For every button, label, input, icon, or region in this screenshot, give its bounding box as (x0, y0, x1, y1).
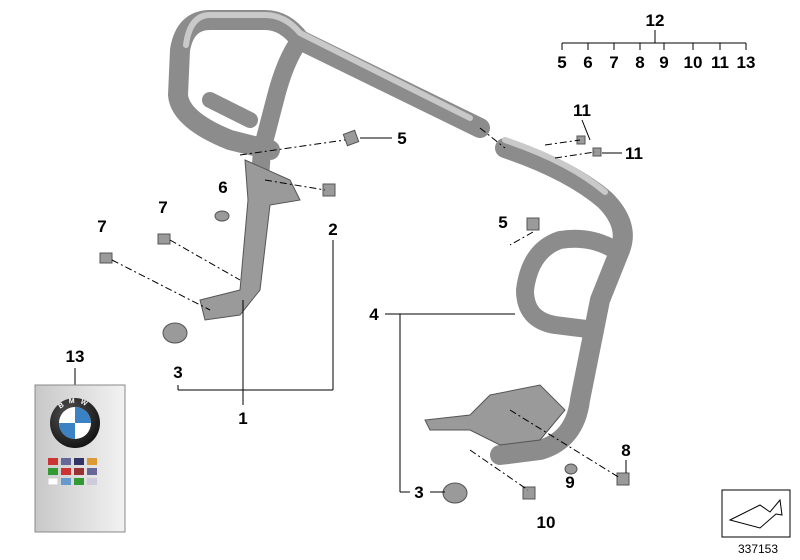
callout-10[interactable]: 10 (537, 513, 556, 532)
callout-5[interactable]: 5 (498, 213, 507, 232)
callout-7[interactable]: 7 (97, 217, 106, 236)
callout-2[interactable]: 2 (328, 220, 337, 239)
callout-9[interactable]: 9 (565, 473, 574, 492)
tree-labels: 12 5 6 7 8 9 10 11 13 (557, 11, 755, 72)
tree-child-label: 8 (635, 53, 644, 72)
callout-6[interactable]: 6 (218, 178, 227, 197)
tree-child-label: 13 (737, 53, 756, 72)
callout-5[interactable]: 5 (397, 129, 406, 148)
right-crash-bar (424, 137, 633, 465)
tree-child-label: 5 (557, 53, 566, 72)
tree-root-label: 12 (646, 11, 665, 30)
callout-13[interactable]: 13 (66, 347, 85, 366)
tree-child-label: 10 (684, 53, 703, 72)
callout-7[interactable]: 7 (158, 198, 167, 217)
tree-child-label: 9 (659, 53, 668, 72)
callout-8[interactable]: 8 (621, 441, 630, 460)
tree-child-label: 7 (609, 53, 618, 72)
orientation-arrow-icon (721, 489, 791, 538)
tree-child-label: 6 (583, 53, 592, 72)
callout-11[interactable]: 11 (573, 101, 591, 120)
bolts (99, 129, 630, 504)
callout-11[interactable]: 11 (625, 144, 643, 163)
leader-lines (74, 30, 747, 493)
callout-1[interactable]: 1 (238, 409, 247, 428)
image-number: 337153 (738, 542, 778, 556)
language-flags-icon (47, 458, 97, 486)
manual-booklet: BMW (34, 384, 126, 533)
callout-3[interactable]: 3 (414, 483, 423, 502)
callout-3[interactable]: 3 (173, 363, 182, 382)
callout-4[interactable]: 4 (369, 305, 379, 324)
tree-child-label: 11 (711, 53, 729, 72)
callouts: 5 11 11 6 7 7 2 5 4 3 1 13 8 9 3 10 (66, 101, 643, 532)
left-crash-bar (168, 10, 490, 321)
